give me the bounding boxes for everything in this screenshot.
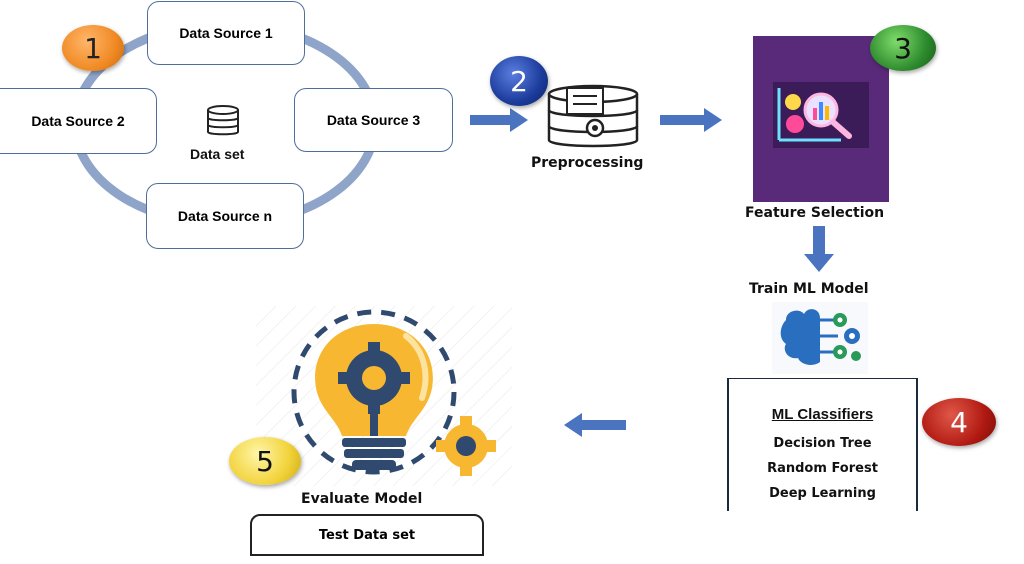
evaluate-model-label: Evaluate Model xyxy=(301,491,423,507)
data-source-n-node: Data Source n xyxy=(146,183,304,249)
data-source-3-label: Data Source 3 xyxy=(326,112,421,128)
feature-selection-label: Feature Selection xyxy=(745,205,885,221)
arrow-to-preprocessing xyxy=(470,108,528,132)
classifier-item: Random Forest xyxy=(767,461,878,476)
arrow-to-evaluate-model xyxy=(564,413,626,437)
step-2-badge: 2 xyxy=(490,56,548,106)
step-3-badge: 3 xyxy=(870,25,936,71)
preprocessing-icon xyxy=(547,84,639,148)
lightbulb-gear-illustration xyxy=(256,306,512,486)
step-5-badge: 5 xyxy=(229,437,301,485)
classifier-item: Decision Tree xyxy=(773,436,872,451)
step-1-badge: 1 xyxy=(62,25,124,71)
data-source-3-node: Data Source 3 xyxy=(294,88,453,152)
analytics-icon xyxy=(773,82,869,148)
train-model-label: Train ML Model xyxy=(749,281,869,297)
ml-classifiers-title: ML Classifiers xyxy=(771,406,874,423)
data-source-2-label: Data Source 2 xyxy=(31,113,125,129)
step-4-badge: 4 xyxy=(922,398,996,446)
data-source-n-label: Data Source n xyxy=(177,208,273,224)
data-source-1-label: Data Source 1 xyxy=(179,25,273,41)
ml-brain-gears-icon xyxy=(772,302,868,374)
test-dataset-label: Test Data set xyxy=(318,527,416,543)
data-source-1-node: Data Source 1 xyxy=(147,1,305,65)
test-dataset-box: Test Data set xyxy=(250,514,484,556)
preprocessing-label: Preprocessing xyxy=(531,155,644,171)
classifier-item: Deep Learning xyxy=(769,486,876,501)
arrow-to-feature-selection xyxy=(660,108,722,132)
data-source-2-node: Data Source 2 xyxy=(0,88,157,154)
ml-classifiers-box: ML Classifiers Decision Tree Random Fore… xyxy=(727,378,918,511)
database-icon xyxy=(207,105,239,136)
arrow-to-train-model xyxy=(804,226,834,272)
dataset-label: Data set xyxy=(190,146,245,162)
